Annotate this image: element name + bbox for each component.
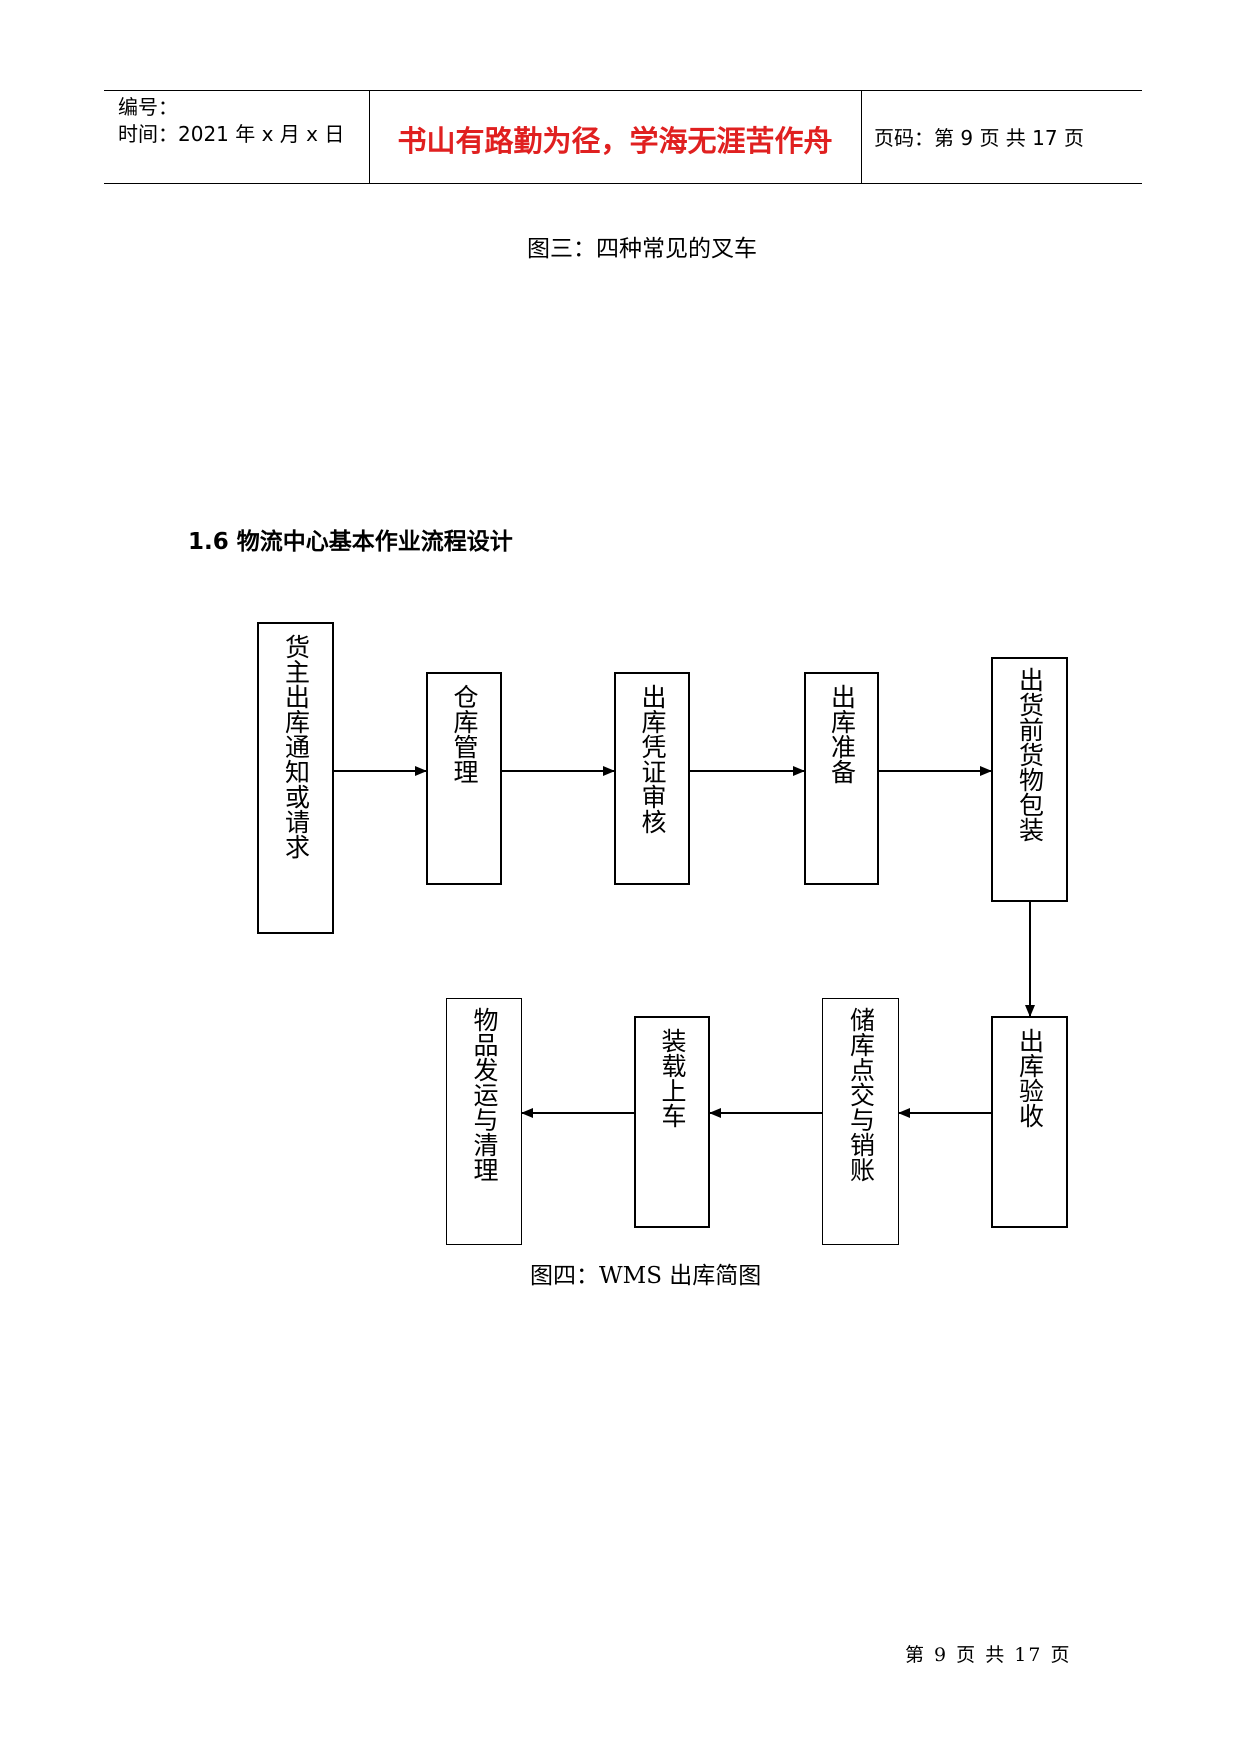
flow-box-outbound-prep: 出库准备 [804, 672, 879, 885]
flow-box-handover-writeoff-text: 储库点交与销账 [846, 1007, 876, 1182]
header-number-label: 编号： [118, 95, 178, 119]
header-divider-right [861, 91, 862, 184]
flow-box-dispatch-cleanup-text: 物品发运与清理 [470, 1007, 499, 1182]
flow-box-owner-request-text: 货主出库通知或请求 [281, 634, 311, 859]
header-time-label: 时间：2021 年 x 月 x 日 [118, 122, 345, 146]
flow-box-loading-text: 装载上车 [658, 1028, 687, 1128]
flow-box-owner-request: 货主出库通知或请求 [257, 622, 334, 934]
header-top-rule [104, 90, 1142, 91]
flow-box-handover-writeoff: 储库点交与销账 [822, 998, 899, 1245]
flow-box-packaging-text: 出货前货物包装 [1015, 667, 1045, 842]
header-page-label: 页码：第 9 页 共 17 页 [874, 126, 1084, 150]
flow-box-voucher-review: 出库凭证审核 [614, 672, 690, 885]
flow-box-outbound-inspection-text: 出库验收 [1015, 1028, 1045, 1128]
section-title: 1.6 物流中心基本作业流程设计 [188, 529, 513, 555]
flow-box-warehouse-management-text: 仓库管理 [450, 684, 479, 784]
flow-box-voucher-review-text: 出库凭证审核 [638, 684, 667, 834]
flow-box-outbound-inspection: 出库验收 [991, 1016, 1068, 1228]
flow-box-outbound-prep-text: 出库准备 [827, 684, 857, 784]
header-motto: 书山有路勤为径，学海无涯苦作舟 [397, 124, 833, 158]
header-divider-left [369, 91, 370, 184]
flow-box-dispatch-cleanup: 物品发运与清理 [446, 998, 522, 1245]
flow-box-loading: 装载上车 [634, 1016, 710, 1228]
figure-3-caption: 图三：四种常见的叉车 [527, 236, 757, 262]
flow-box-warehouse-management: 仓库管理 [426, 672, 502, 885]
flow-box-packaging: 出货前货物包装 [991, 657, 1068, 902]
page-footer: 第 9 页 共 17 页 [905, 1644, 1072, 1666]
figure-4-caption: 图四：WMS 出库简图 [530, 1263, 762, 1289]
header-bottom-rule [104, 183, 1142, 184]
